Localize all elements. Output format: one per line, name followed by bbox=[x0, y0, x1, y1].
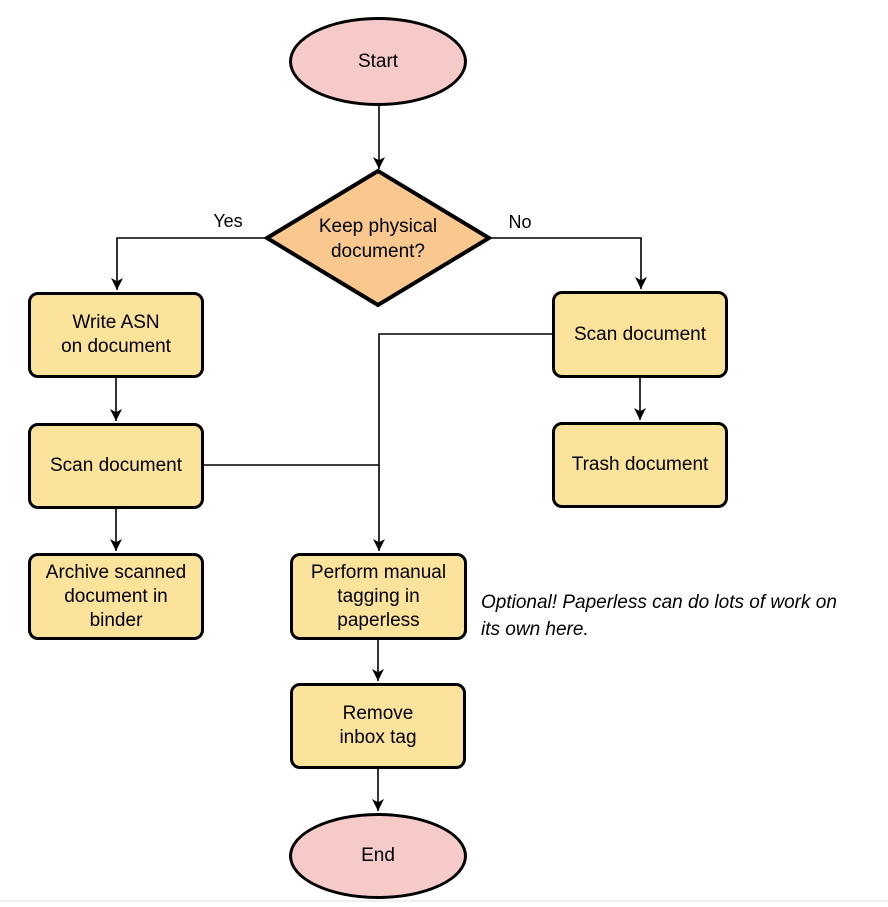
node-trash-document-label: Trash document bbox=[571, 454, 709, 475]
node-scan-document-right: Scan document bbox=[552, 291, 728, 378]
node-manual-tagging-line3: paperless bbox=[337, 609, 420, 631]
annotation-line2: its own here. bbox=[481, 619, 589, 640]
node-remove-inbox-tag-line2: inbox tag bbox=[339, 727, 417, 748]
edge-scan-right-to-tagging bbox=[373, 333, 552, 551]
edge-decision-yes-to-write-asn bbox=[111, 237, 267, 290]
node-manual-tagging-line1: Perform manual bbox=[310, 561, 447, 583]
bottom-divider bbox=[0, 900, 888, 902]
node-scan-document-right-label: Scan document bbox=[573, 323, 707, 345]
node-start-label: Start bbox=[357, 50, 399, 72]
node-archive-scanned: Archive scanned document in binder bbox=[28, 553, 204, 640]
node-manual-tagging: Perform manual tagging in paperless bbox=[290, 553, 467, 640]
node-keep-physical-line1: Keep physical bbox=[318, 216, 438, 237]
annotation-line1: Optional! Paperless can do lots of work … bbox=[481, 592, 837, 613]
annotation-optional-note: Optional! Paperless can do lots of work … bbox=[481, 589, 887, 643]
node-archive-scanned-line2: document in bbox=[64, 585, 168, 607]
node-manual-tagging-line2: tagging in bbox=[337, 585, 420, 607]
node-end-label: End bbox=[361, 845, 395, 866]
node-archive-scanned-line3: binder bbox=[89, 609, 143, 631]
node-keep-physical-label: Keep physical document? bbox=[267, 214, 489, 264]
node-trash-document: Trash document bbox=[552, 422, 728, 508]
node-keep-physical-line2: document? bbox=[330, 241, 425, 262]
node-start: Start bbox=[289, 17, 467, 106]
node-remove-inbox-tag-line1: Remove bbox=[342, 703, 414, 724]
node-write-asn-line1: Write ASN bbox=[72, 312, 160, 333]
node-scan-document-left-label: Scan document bbox=[49, 455, 183, 476]
edge-label-no: No bbox=[508, 212, 532, 232]
node-write-asn-line2: on document bbox=[61, 336, 171, 357]
edge-decision-no-to-scan-right bbox=[489, 237, 647, 289]
node-write-asn: Write ASN on document bbox=[28, 292, 204, 378]
edge-label-yes: Yes bbox=[213, 211, 243, 231]
node-remove-inbox-tag: Remove inbox tag bbox=[290, 683, 466, 769]
node-archive-scanned-line1: Archive scanned bbox=[45, 561, 187, 583]
node-scan-document-left: Scan document bbox=[28, 423, 204, 509]
node-end: End bbox=[289, 813, 467, 899]
decision-diamond-shape bbox=[263, 168, 493, 308]
